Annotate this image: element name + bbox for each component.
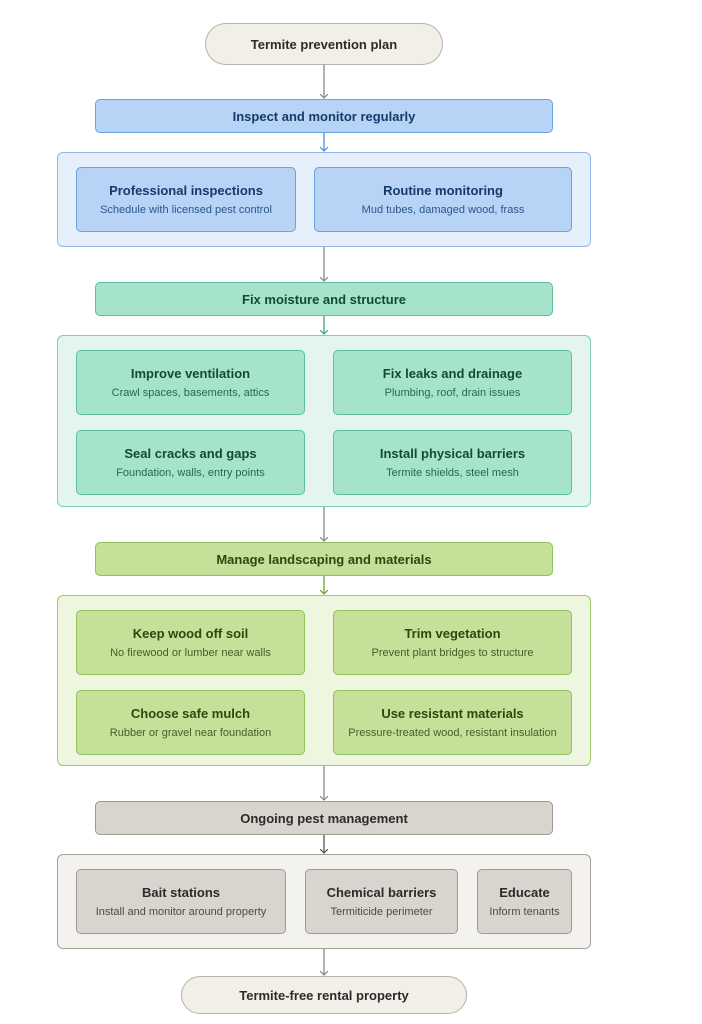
card-subtitle: Schedule with licensed pest control <box>100 203 272 216</box>
card-improve-ventilation: Improve ventilation Crawl spaces, baseme… <box>76 350 305 415</box>
card-subtitle: Plumbing, roof, drain issues <box>384 386 521 399</box>
card-educate: Educate Inform tenants <box>477 869 572 934</box>
card-bait-stations: Bait stations Install and monitor around… <box>76 869 286 934</box>
card-routine-monitoring: Routine monitoring Mud tubes, damaged wo… <box>314 167 572 232</box>
card-choose-safe-mulch: Choose safe mulch Rubber or gravel near … <box>76 690 305 755</box>
card-title: Educate <box>499 884 550 900</box>
card-title: Choose safe mulch <box>130 705 251 721</box>
card-seal-cracks-gaps: Seal cracks and gaps Foundation, walls, … <box>76 430 305 495</box>
card-title: Fix leaks and drainage <box>382 365 523 381</box>
card-subtitle: Inform tenants <box>489 905 560 918</box>
stage-label: Inspect and monitor regularly <box>232 108 416 124</box>
card-use-resistant-materials: Use resistant materials Pressure-treated… <box>333 690 572 755</box>
stage-moisture-structure: Fix moisture and structure <box>95 282 553 316</box>
card-subtitle: No firewood or lumber near walls <box>110 646 271 659</box>
card-title: Improve ventilation <box>130 365 251 381</box>
card-title: Trim vegetation <box>404 625 501 641</box>
stage-label: Fix moisture and structure <box>242 291 406 307</box>
card-title: Bait stations <box>141 884 220 900</box>
stage-ongoing-pest-management: Ongoing pest management <box>95 801 553 835</box>
start-label: Termite prevention plan <box>250 36 398 52</box>
card-trim-vegetation: Trim vegetation Prevent plant bridges to… <box>333 610 572 675</box>
card-subtitle: Termite shields, steel mesh <box>386 466 519 479</box>
card-title: Professional inspections <box>109 182 263 198</box>
card-subtitle: Pressure-treated wood, resistant insulat… <box>348 726 557 739</box>
card-keep-wood-off-soil: Keep wood off soil No firewood or lumber… <box>76 610 305 675</box>
card-subtitle: Crawl spaces, basements, attics <box>111 386 270 399</box>
stage-inspect-monitor: Inspect and monitor regularly <box>95 99 553 133</box>
stage-landscaping-materials: Manage landscaping and materials <box>95 542 553 576</box>
card-title: Seal cracks and gaps <box>124 445 257 461</box>
card-subtitle: Rubber or gravel near foundation <box>109 726 272 739</box>
stage-label: Ongoing pest management <box>240 810 408 826</box>
start-node: Termite prevention plan <box>205 23 443 65</box>
card-title: Chemical barriers <box>326 884 437 900</box>
card-subtitle: Prevent plant bridges to structure <box>371 646 534 659</box>
stage-label: Manage landscaping and materials <box>216 551 432 567</box>
card-professional-inspections: Professional inspections Schedule with l… <box>76 167 296 232</box>
card-subtitle: Termiticide perimeter <box>330 905 433 918</box>
card-install-physical-barriers: Install physical barriers Termite shield… <box>333 430 572 495</box>
card-title: Keep wood off soil <box>132 625 249 641</box>
card-title: Use resistant materials <box>381 705 524 721</box>
end-label: Termite-free rental property <box>239 987 409 1003</box>
end-node: Termite-free rental property <box>181 976 467 1014</box>
card-subtitle: Foundation, walls, entry points <box>116 466 265 479</box>
card-fix-leaks-drainage: Fix leaks and drainage Plumbing, roof, d… <box>333 350 572 415</box>
card-subtitle: Mud tubes, damaged wood, frass <box>361 203 525 216</box>
card-title: Routine monitoring <box>383 182 503 198</box>
card-chemical-barriers: Chemical barriers Termiticide perimeter <box>305 869 458 934</box>
card-title: Install physical barriers <box>379 445 526 461</box>
card-subtitle: Install and monitor around property <box>95 905 267 918</box>
